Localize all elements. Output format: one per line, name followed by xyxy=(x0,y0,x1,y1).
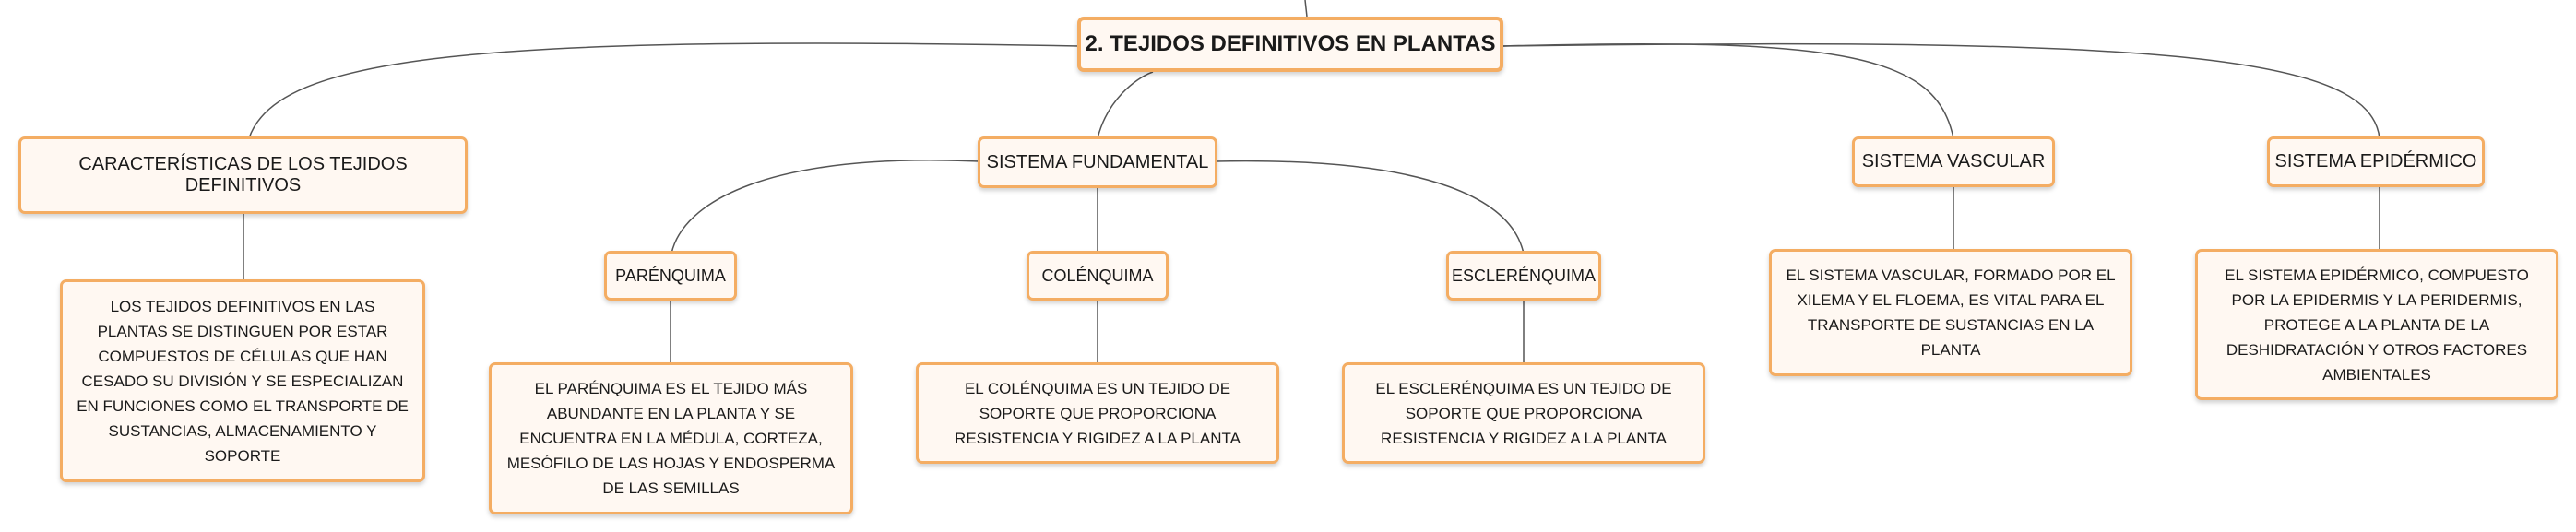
esclerenquima-node[interactable]: ESCLERÉNQUIMA xyxy=(1446,251,1601,301)
connector-top xyxy=(1304,0,1308,18)
epidermico-text: EL SISTEMA EPIDÉRMICO, COMPUESTO POR LA … xyxy=(2225,266,2529,384)
vascular-node[interactable]: SISTEMA VASCULAR xyxy=(1852,136,2055,187)
colenquima-text-node[interactable]: EL COLÉNQUIMA ES UN TEJIDO DE SOPORTE QU… xyxy=(916,362,1279,464)
epidermico-label: SISTEMA EPIDÉRMICO xyxy=(2274,151,2477,171)
root-title: 2. TEJIDOS DEFINITIVOS EN PLANTAS xyxy=(1085,31,1496,56)
parenquima-label: PARÉNQUIMA xyxy=(615,266,726,285)
parenquima-text-node[interactable]: EL PARÉNQUIMA ES EL TEJIDO MÁS ABUNDANTE… xyxy=(489,362,853,514)
connector-root-epidermico xyxy=(1502,42,2380,139)
characteristics-text-node[interactable]: LOS TEJIDOS DEFINITIVOS EN LAS PLANTAS S… xyxy=(60,279,425,482)
connector-fundamental-esclerenquima xyxy=(1215,160,1525,254)
connector-root-vascular xyxy=(1502,42,1954,139)
colenquima-label: COLÉNQUIMA xyxy=(1041,266,1154,285)
esclerenquima-text-node[interactable]: EL ESCLERÉNQUIMA ES UN TEJIDO DE SOPORTE… xyxy=(1342,362,1705,464)
vascular-text-node[interactable]: EL SISTEMA VASCULAR, FORMADO POR EL XILE… xyxy=(1769,249,2132,376)
connector-root-characteristics xyxy=(248,42,1080,139)
connector-fundamental-parenquima xyxy=(671,160,980,254)
esclerenquima-text: EL ESCLERÉNQUIMA ES UN TEJIDO DE SOPORTE… xyxy=(1375,379,1672,447)
epidermico-node[interactable]: SISTEMA EPIDÉRMICO xyxy=(2267,136,2485,187)
characteristics-label: CARACTERÍSTICAS DE LOS TEJIDOS DEFINITIV… xyxy=(78,154,408,195)
vascular-text: EL SISTEMA VASCULAR, FORMADO POR EL XILE… xyxy=(1786,266,2116,359)
characteristics-node[interactable]: CARACTERÍSTICAS DE LOS TEJIDOS DEFINITIV… xyxy=(18,136,468,214)
root-node[interactable]: 2. TEJIDOS DEFINITIVOS EN PLANTAS xyxy=(1077,17,1503,72)
connector-root-fundamental xyxy=(1097,71,1154,139)
esclerenquima-label: ESCLERÉNQUIMA xyxy=(1451,266,1597,285)
parenquima-text: EL PARÉNQUIMA ES EL TEJIDO MÁS ABUNDANTE… xyxy=(506,380,836,497)
colenquima-node[interactable]: COLÉNQUIMA xyxy=(1027,251,1169,301)
fundamental-label: SISTEMA FUNDAMENTAL xyxy=(986,151,1209,172)
epidermico-text-node[interactable]: EL SISTEMA EPIDÉRMICO, COMPUESTO POR LA … xyxy=(2195,249,2558,400)
parenquima-node[interactable]: PARÉNQUIMA xyxy=(604,251,737,301)
vascular-label: SISTEMA VASCULAR xyxy=(1861,151,2046,171)
fundamental-node[interactable]: SISTEMA FUNDAMENTAL xyxy=(978,136,1217,188)
characteristics-text: LOS TEJIDOS DEFINITIVOS EN LAS PLANTAS S… xyxy=(77,297,409,465)
colenquima-text: EL COLÉNQUIMA ES UN TEJIDO DE SOPORTE QU… xyxy=(955,379,1241,447)
